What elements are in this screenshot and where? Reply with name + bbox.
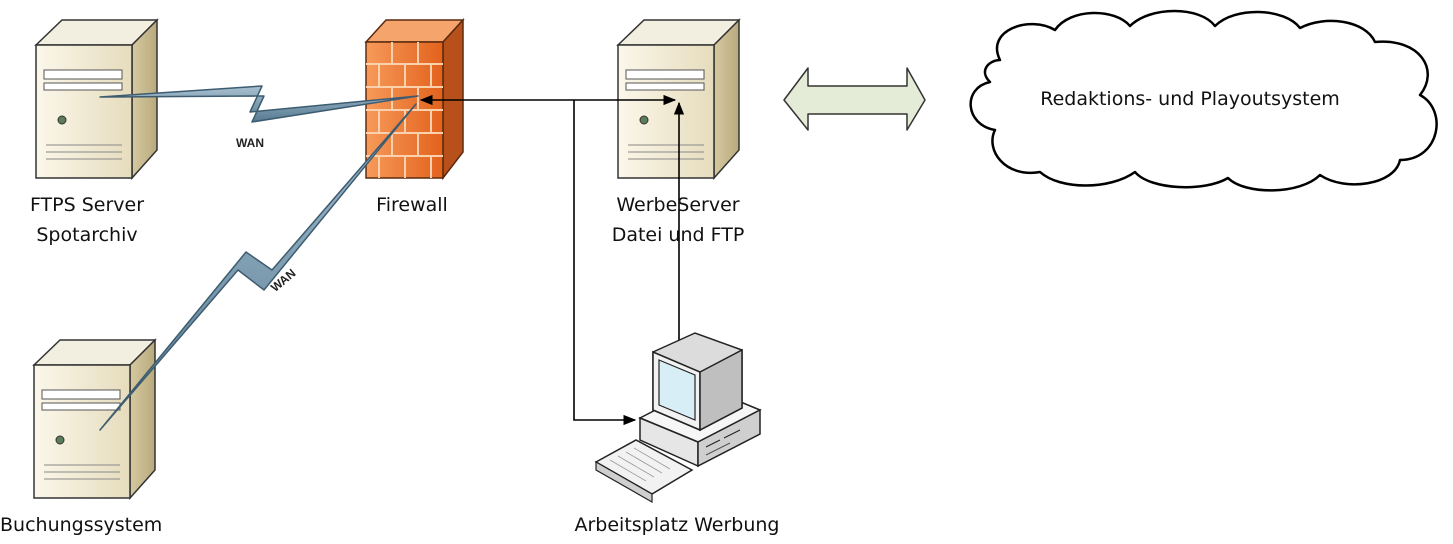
buchungssystem-label: Buchungssystem (0, 514, 163, 536)
wan-label-top: WAN (236, 136, 264, 150)
werbeserver-icon (616, 18, 741, 180)
double-arrow-icon (783, 67, 926, 131)
cloud-icon (969, 9, 1438, 192)
workstation-icon (594, 332, 762, 504)
wan-link-bottom (99, 103, 417, 431)
firewall-arbeitsplatz-arrow (573, 100, 637, 426)
werbeserver-label: WerbeServer Datei und FTP (588, 190, 768, 250)
firewall-icon (364, 18, 465, 181)
ftps-server-label-line2: Spotarchiv (36, 224, 138, 246)
buchungssystem-server-icon (32, 338, 157, 500)
wan-link-top (99, 85, 419, 123)
ftps-server-label: FTPS Server Spotarchiv (12, 190, 162, 250)
ftps-server-icon (34, 18, 159, 180)
ftps-server-label-line1: FTPS Server (29, 194, 145, 216)
werbeserver-label-line1: WerbeServer (616, 194, 740, 216)
arbeitsplatz-label: Arbeitsplatz Werbung (574, 514, 780, 536)
firewall-label: Firewall (376, 194, 448, 216)
werbeserver-label-line2: Datei und FTP (611, 224, 745, 246)
cloud-label: Redaktions- und Playoutsystem (1040, 88, 1340, 110)
